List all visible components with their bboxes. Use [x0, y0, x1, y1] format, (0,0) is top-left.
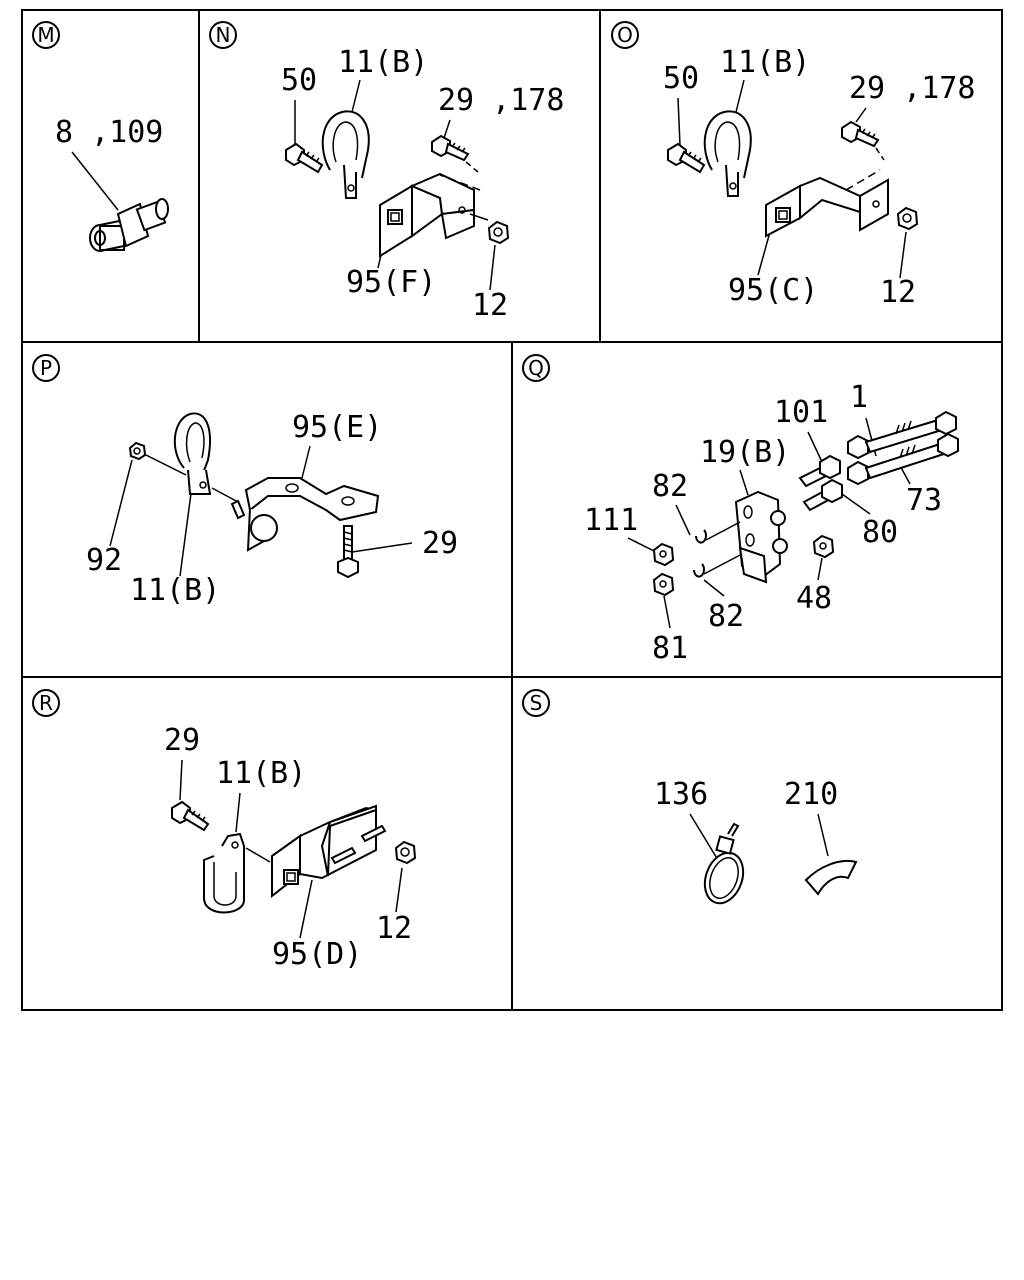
panel-grid — [21, 9, 1003, 1011]
part-label-50: 50 — [663, 61, 699, 96]
part-label-101: 101 — [774, 395, 828, 430]
bracket-95c — [765, 169, 889, 238]
part-label-95e: 95(E) — [292, 410, 382, 445]
bolt-29 — [337, 525, 359, 579]
part-label-82-bottom: 82 — [708, 599, 744, 634]
part-label-95c: 95(C) — [728, 273, 818, 308]
part-label-111: 111 — [584, 503, 638, 538]
part-label-81: 81 — [652, 631, 688, 666]
panel-s-tag: S — [530, 691, 543, 715]
part-label-12: 12 — [376, 911, 412, 946]
clip-82-top — [695, 521, 741, 544]
part-label-136: 136 — [654, 777, 708, 812]
panel-r: R 29 11(B) 12 95(D) — [32, 689, 417, 972]
nut-111 — [652, 542, 675, 567]
bracket-95d — [271, 804, 387, 899]
cable-tie-136 — [703, 822, 745, 905]
part-label-92: 92 — [86, 543, 122, 578]
nut-48 — [812, 534, 835, 559]
part-label-8-109: 8 ,109 — [55, 115, 163, 150]
part-label-95d: 95(D) — [272, 937, 362, 972]
clamp-11b — [703, 110, 752, 197]
part-label-11b: 11(B) — [130, 573, 220, 608]
panel-q: Q 1 101 19(B) 82 73 111 80 82 48 81 — [522, 354, 959, 666]
part-label-1: 1 — [850, 380, 868, 415]
nut-12 — [394, 840, 417, 865]
spacer-80 — [802, 478, 843, 512]
part-label-73: 73 — [906, 483, 942, 518]
bracket-95e — [230, 477, 380, 552]
panel-p: P 95(E) 92 11(B) 29 — [32, 354, 458, 608]
part-label-29: 29 — [422, 526, 458, 561]
part-label-210: 210 — [784, 777, 838, 812]
part-label-80: 80 — [862, 515, 898, 550]
clamp-11b — [203, 832, 271, 914]
panel-m: M 8 ,109 — [32, 21, 169, 252]
bracket-95f — [379, 172, 489, 258]
part-label-11b: 11(B) — [720, 45, 810, 80]
part-label-29: 29 — [164, 723, 200, 758]
bolt-29 — [171, 800, 210, 832]
panel-n: N 50 11(B) 29 ,178 95(F) 12 — [209, 21, 564, 323]
bracket-19b — [734, 490, 788, 584]
panel-p-tag: P — [40, 356, 52, 380]
washer-92 — [128, 441, 187, 476]
part-label-29-178: 29 ,178 — [849, 71, 975, 106]
nut-12 — [896, 206, 919, 231]
clamp-11b — [321, 110, 370, 199]
spacer-101 — [798, 454, 841, 488]
panel-o-tag: O — [617, 23, 633, 47]
bolt-50 — [667, 142, 706, 174]
panel-m-tag: M — [37, 23, 54, 47]
bolt-29 — [431, 134, 479, 173]
part-label-19b: 19(B) — [700, 435, 790, 470]
nut-81 — [652, 572, 675, 597]
panel-r-tag: R — [39, 691, 53, 715]
bolt-73 — [847, 432, 959, 486]
part-label-29-178: 29 ,178 — [438, 83, 564, 118]
part-label-95f: 95(F) — [346, 265, 436, 300]
nut-12 — [487, 220, 510, 245]
bolt-29 — [841, 120, 885, 161]
panel-q-tag: Q — [528, 356, 544, 380]
part-label-50: 50 — [281, 63, 317, 98]
fitting-part — [89, 198, 169, 252]
clamp-11b — [173, 412, 239, 503]
part-label-11b: 11(B) — [216, 756, 306, 791]
clip-82-bottom — [693, 553, 743, 578]
panel-n-tag: N — [216, 23, 231, 47]
bolt-1 — [847, 410, 957, 460]
part-label-12: 12 — [880, 275, 916, 310]
part-label-11b: 11(B) — [338, 45, 428, 80]
part-label-82-top: 82 — [652, 469, 688, 504]
part-label-12: 12 — [472, 288, 508, 323]
bolt-50 — [285, 142, 324, 174]
panel-o: O 50 11(B) 29 ,178 95(C) 12 — [611, 21, 975, 310]
part-label-48: 48 — [796, 581, 832, 616]
band-210 — [804, 860, 858, 896]
panel-s: S 136 210 — [522, 689, 858, 905]
